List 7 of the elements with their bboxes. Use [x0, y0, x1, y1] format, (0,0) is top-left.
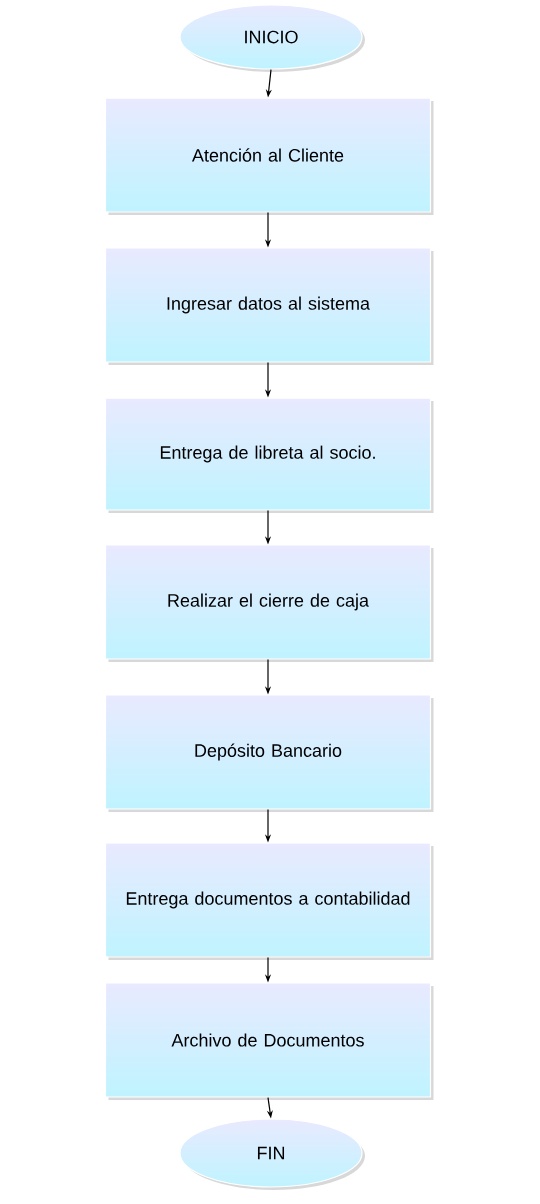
process-box: Realizar el cierre de caja: [104, 544, 434, 662]
process-box: Ingresar datos al sistema: [104, 247, 434, 365]
process-box: Atención al Cliente: [104, 97, 434, 215]
process-box: Depósito Bancario: [104, 694, 434, 812]
process-box: Archivo de Documentos: [104, 982, 434, 1100]
process-box: Entrega de libreta al socio.: [104, 397, 434, 513]
process-box: Entrega documentos a contabilidad: [104, 842, 434, 960]
